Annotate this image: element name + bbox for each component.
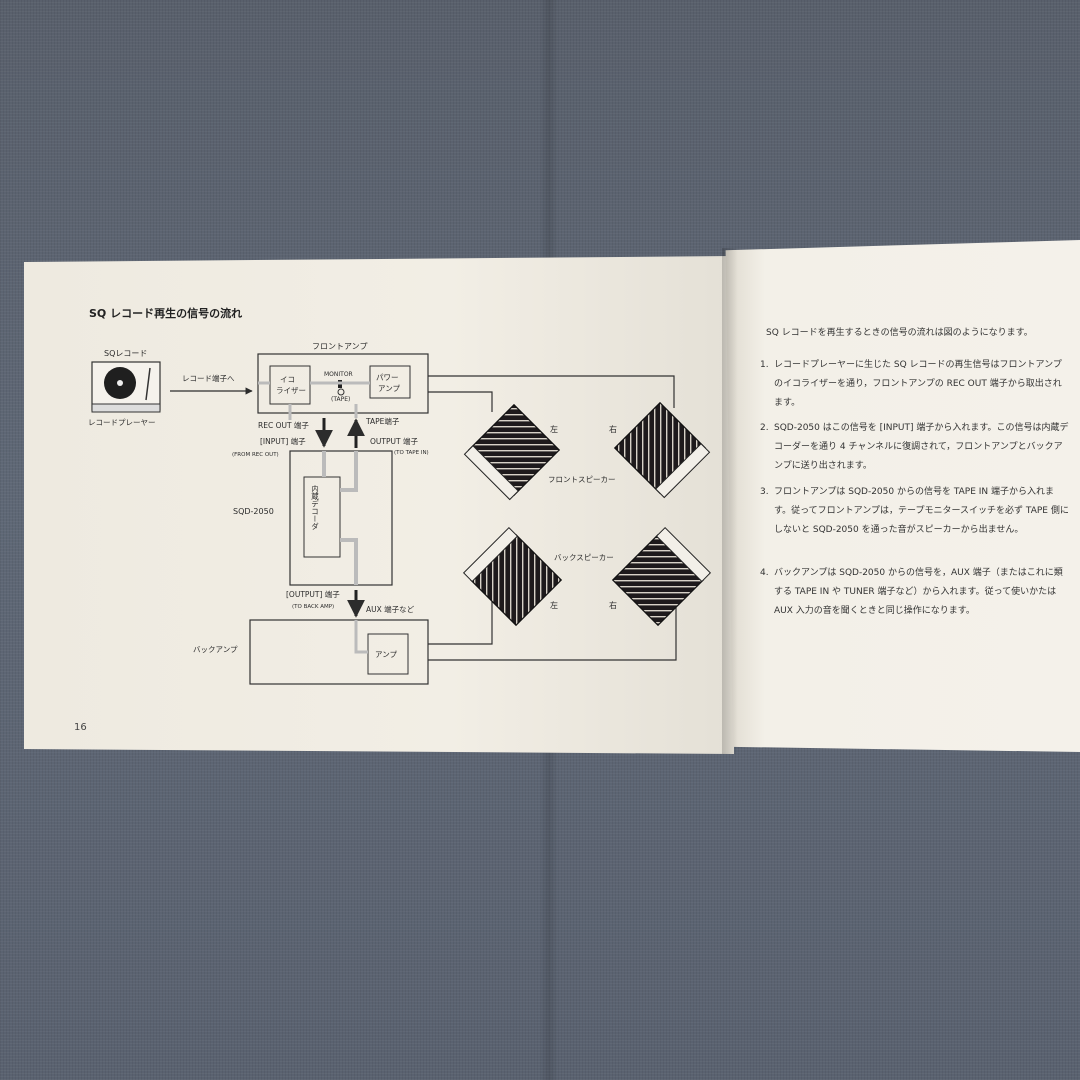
list-item: 1. レコードプレーヤーに生じた SQ レコードの再生信号はフロントアンプのイコラ…	[760, 356, 1072, 413]
back-left-speaker-icon	[462, 526, 563, 627]
front-right-speaker-icon	[613, 401, 711, 499]
list-item-text: レコードプレーヤーに生じた SQ レコードの再生信号はフロントアンプのイコライザ…	[774, 360, 1062, 408]
right-page	[725, 240, 1080, 752]
back-right-speaker-icon	[611, 526, 712, 627]
front-left-speaker-icon	[463, 403, 561, 501]
monitor-label: MONITOR	[324, 371, 353, 378]
power-amp-label-2: アンプ	[378, 384, 400, 393]
turntable-icon	[91, 361, 161, 413]
record-terminal-label: レコード端子へ	[182, 373, 235, 383]
list-item-text: フロントアンプは SQD-2050 からの信号を TAPE IN 端子から入れま…	[774, 487, 1069, 535]
amp-box	[367, 633, 409, 675]
output-terminal-label: OUTPUT 端子	[370, 436, 418, 446]
list-item-number: 1.	[760, 360, 769, 370]
record-player-label: レコードプレーヤー	[88, 418, 156, 427]
back-speaker-label: バックスピーカー	[554, 553, 614, 562]
to-back-amp-label: (TO BACK AMP)	[292, 604, 334, 610]
page-number: 16	[74, 722, 87, 733]
aux-terminal-label: AUX 端子など	[366, 604, 415, 614]
tape-switch-circle	[337, 388, 345, 396]
list-item-text: SQD-2050 はこの信号を [INPUT] 端子から入れます。この信号は内蔵…	[774, 423, 1069, 471]
equalizer-box	[269, 365, 311, 405]
from-rec-out-label: (FROM REC OUT)	[232, 452, 279, 458]
back-right-label: 右	[609, 600, 617, 610]
left-page	[24, 256, 734, 754]
input-terminal-label: [INPUT] 端子	[260, 436, 306, 446]
list-item-number: 4.	[760, 568, 769, 578]
sq-record-label: SQレコード	[104, 349, 147, 358]
list-item-number: 2.	[760, 423, 769, 433]
output-terminal-2-label: [OUTPUT] 端子	[286, 589, 340, 599]
book-spine	[722, 248, 738, 754]
list-item: 2. SQD-2050 はこの信号を [INPUT] 端子から入れます。この信号は…	[760, 419, 1072, 476]
list-item-number: 3.	[760, 487, 769, 497]
back-left-label: 左	[550, 600, 558, 610]
list-item: 4. バックアンプは SQD-2050 からの信号を，AUX 端子（またはこれに類…	[760, 564, 1072, 621]
equalizer-label-2: ライザー	[276, 386, 306, 395]
back-amp-label: バックアンプ	[193, 645, 238, 654]
to-tape-in-label: (TO TAPE IN)	[394, 450, 429, 456]
front-left-label: 左	[550, 424, 558, 434]
equalizer-label-1: イコ	[280, 375, 295, 384]
back-amp-box	[249, 619, 429, 685]
power-amp-box	[369, 365, 411, 399]
page-title: SQ レコード再生の信号の流れ	[89, 307, 243, 320]
sqd-label: SQD-2050	[233, 507, 274, 516]
decoder-label: 内蔵デコーダ	[310, 484, 319, 531]
tape-mark-label: (TAPE)	[331, 396, 350, 403]
list-item: 3. フロントアンプは SQD-2050 からの信号を TAPE IN 端子から入…	[760, 483, 1072, 540]
sqd-box	[289, 450, 393, 586]
tape-terminal-label: TAPE端子	[365, 416, 400, 426]
front-right-label: 右	[609, 424, 617, 434]
front-speaker-label: フロントスピーカー	[548, 475, 616, 484]
power-amp-label-1: パワー	[376, 373, 399, 382]
rec-out-label: REC OUT 端子	[258, 420, 309, 430]
list-item-text: バックアンプは SQD-2050 からの信号を，AUX 端子（またはこれに類する…	[774, 568, 1063, 616]
front-amp-label: フロントアンプ	[312, 342, 367, 351]
decoder-box	[303, 476, 341, 558]
intro-text: SQ レコードを再生するときの信号の流れは図のようになります。	[766, 328, 1033, 338]
amp-label: アンプ	[375, 650, 397, 659]
